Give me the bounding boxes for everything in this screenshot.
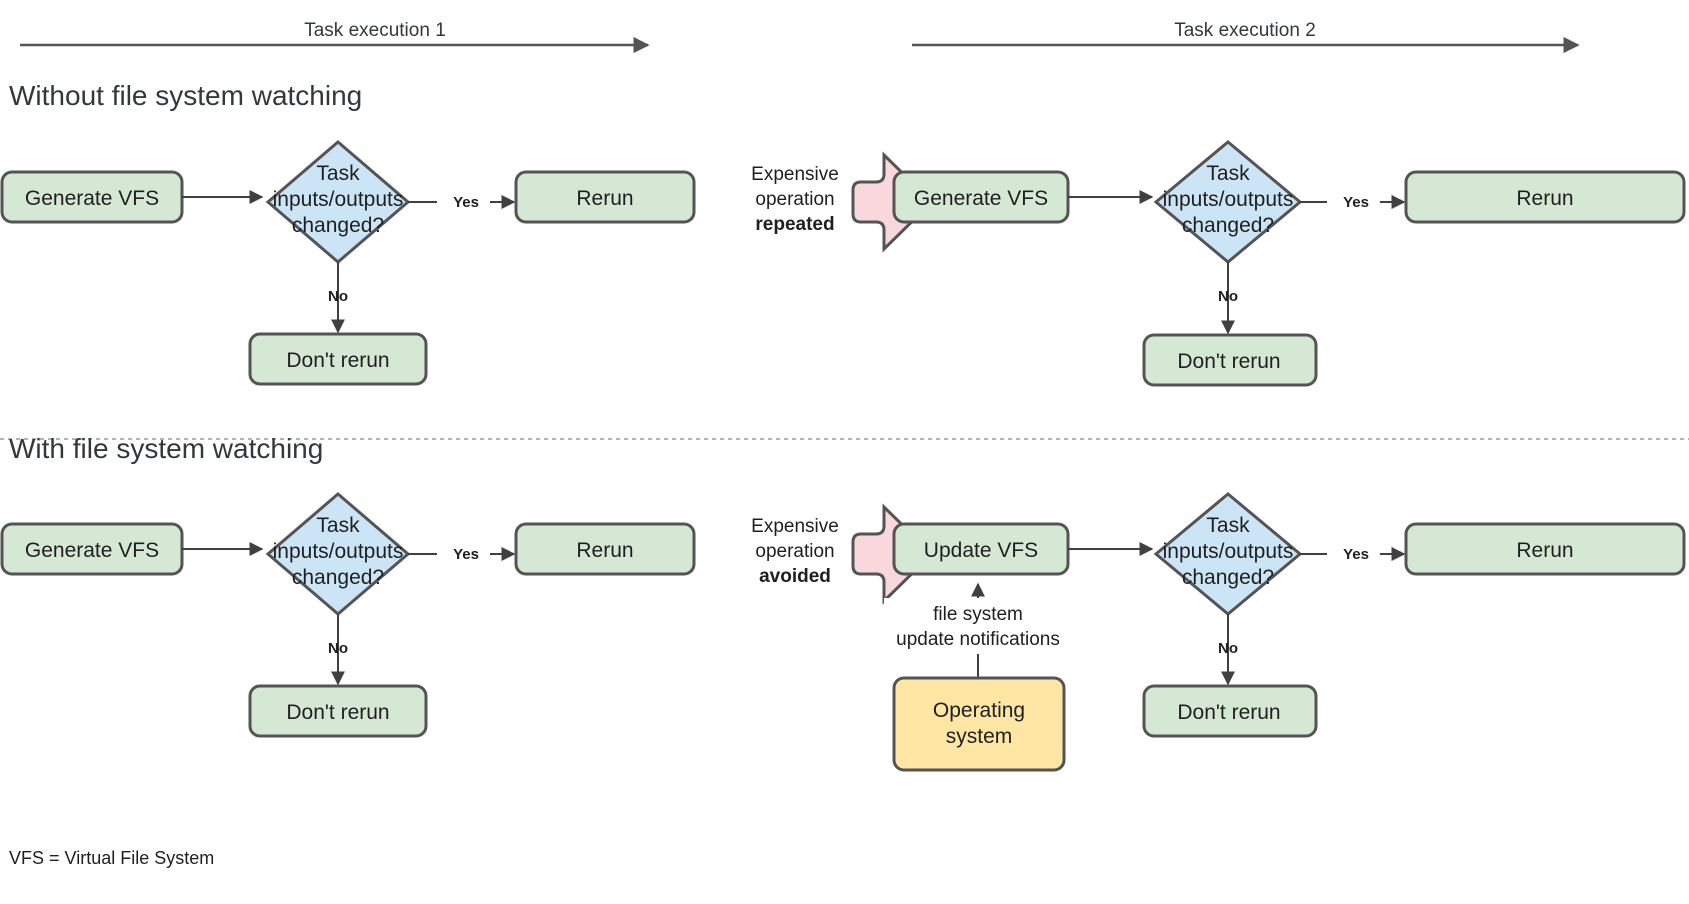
section-2-operating-system-box[interactable]: Operating system [892, 676, 1066, 772]
transition-line-3: avoided [759, 566, 831, 587]
notification-line-1: file system [933, 604, 1023, 625]
section-1-decision-left[interactable]: Task inputs/outputs changed? [265, 140, 411, 264]
node-label: Generate VFS [914, 187, 1048, 210]
section-1-yes-label-left: Yes [453, 194, 479, 211]
node-label: Don't rerun [1177, 350, 1280, 373]
node-label: Don't rerun [1177, 701, 1280, 724]
decision-line-3: changed? [1182, 214, 1274, 237]
section-2-notification-label: file system update notifications [884, 598, 1074, 654]
section-2-title: With file system watching [9, 433, 323, 464]
timeline-1: Task execution 1 [20, 20, 650, 54]
section-2-rerun-left[interactable]: Rerun [514, 522, 696, 576]
section-1-generate-vfs-right[interactable]: Generate VFS [892, 170, 1070, 224]
section-1-rerun-right[interactable]: Rerun [1404, 170, 1686, 224]
notification-line-2: update notifications [896, 629, 1060, 650]
decision-line-1: Task [1206, 162, 1250, 185]
section-2-update-vfs[interactable]: Update VFS [892, 522, 1070, 576]
decision-line-1: Task [316, 514, 360, 537]
decision-line-3: changed? [292, 214, 384, 237]
timeline-2: Task execution 2 [912, 20, 1580, 54]
node-label: Don't rerun [286, 701, 389, 724]
transition-line-2: operation [755, 541, 834, 562]
decision-line-3: changed? [292, 566, 384, 589]
section-2-yes-label-right: Yes [1343, 546, 1369, 563]
section-2-yes-label-left: Yes [453, 546, 479, 563]
node-label: Generate VFS [25, 539, 159, 562]
section-1-rerun-left[interactable]: Rerun [514, 170, 696, 224]
decision-line-2: inputs/outputs [273, 188, 404, 211]
node-label: Don't rerun [286, 349, 389, 372]
timeline-1-label: Task execution 1 [304, 20, 446, 41]
section-1-decision-right[interactable]: Task inputs/outputs changed? [1153, 140, 1303, 264]
section-2-transition-label: Expensive operation avoided [751, 516, 839, 587]
section-2-decision-left[interactable]: Task inputs/outputs changed? [265, 492, 411, 616]
section-1-dont-rerun-right[interactable]: Don't rerun [1142, 333, 1318, 387]
transition-line-1: Expensive [751, 516, 839, 537]
decision-line-3: changed? [1182, 566, 1274, 589]
section-2-generate-vfs-left[interactable]: Generate VFS [0, 522, 184, 576]
section-2-no-label-right: No [1218, 640, 1238, 657]
node-label: Rerun [1516, 539, 1573, 562]
node-label: Generate VFS [25, 187, 159, 210]
os-line-1: Operating [933, 699, 1025, 722]
transition-line-1: Expensive [751, 164, 839, 185]
decision-line-1: Task [316, 162, 360, 185]
node-label: Update VFS [924, 539, 1038, 562]
decision-line-2: inputs/outputs [273, 540, 404, 563]
legend-text: VFS = Virtual File System [9, 848, 214, 868]
transition-line-3: repeated [755, 214, 834, 235]
decision-line-2: inputs/outputs [1163, 188, 1294, 211]
section-1-generate-vfs-left[interactable]: Generate VFS [0, 170, 184, 224]
section-1-title: Without file system watching [9, 80, 362, 111]
section-2-dont-rerun-right[interactable]: Don't rerun [1142, 684, 1318, 738]
node-label: Rerun [1516, 187, 1573, 210]
section-1-dont-rerun-left[interactable]: Don't rerun [248, 332, 428, 386]
section-2-decision-right[interactable]: Task inputs/outputs changed? [1153, 492, 1303, 616]
section-1-transition-label: Expensive operation repeated [751, 164, 839, 235]
node-label: Rerun [576, 539, 633, 562]
timeline-2-label: Task execution 2 [1174, 20, 1316, 41]
notification-label-backdrop [884, 598, 1074, 654]
transition-line-2: operation [755, 189, 834, 210]
node-label: Rerun [576, 187, 633, 210]
decision-line-2: inputs/outputs [1163, 540, 1294, 563]
section-1-yes-label-right: Yes [1343, 194, 1369, 211]
section-1-no-label-right: No [1218, 288, 1238, 305]
os-line-2: system [946, 725, 1013, 748]
section-2-dont-rerun-left[interactable]: Don't rerun [248, 684, 428, 738]
section-2-no-label-left: No [328, 640, 348, 657]
section-1-no-label-left: No [328, 288, 348, 305]
decision-line-1: Task [1206, 514, 1250, 537]
section-2-rerun-right[interactable]: Rerun [1404, 522, 1686, 576]
